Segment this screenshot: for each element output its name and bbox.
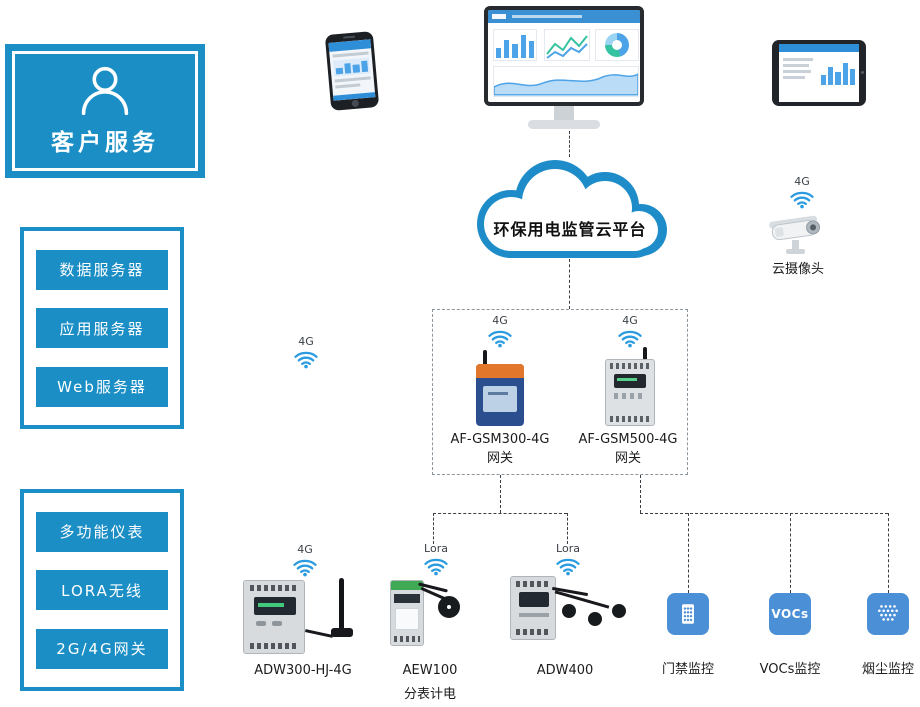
signal-type-label: Lora: [556, 542, 580, 555]
aew100-label: AEW100: [402, 663, 458, 678]
aew100-signal-lora: Lora: [419, 543, 453, 576]
drop-dust-node: [888, 513, 889, 593]
aew100-sublabel: 分表计电: [403, 687, 456, 702]
ct-clamp: [438, 596, 460, 618]
smartphone: [324, 31, 380, 111]
access-control-label: 门禁监控: [661, 662, 714, 677]
adw400-label: ADW400: [536, 663, 594, 678]
desktop-monitor: [484, 6, 644, 136]
cloud-camera: [762, 206, 834, 258]
drop-adw400: [567, 513, 568, 544]
wifi-icon: [488, 330, 512, 348]
gateway1-name: AF-GSM300-4G: [450, 432, 550, 447]
signal-type-label: 4G: [297, 543, 313, 556]
server-item-web: Web服务器: [36, 366, 168, 407]
antenna: [483, 350, 487, 366]
drop-aew100: [433, 513, 434, 544]
camera-label: 云摄像头: [771, 262, 824, 277]
camera-signal-4g: 4G: [785, 176, 819, 209]
gateway2-type: 网关: [614, 451, 641, 466]
vocs-node: VOCs: [769, 593, 811, 635]
phone-screen: [328, 39, 376, 101]
dust-icon: [878, 605, 898, 621]
bus-meters: [433, 513, 567, 514]
server-item-app: 应用服务器: [36, 308, 168, 348]
signal-type-label: 4G: [622, 314, 638, 327]
signal-type-label: 4G: [794, 175, 810, 188]
signal-type-label: 4G: [298, 335, 314, 348]
gateway1-device: [474, 350, 526, 426]
dust-label: 烟尘监控: [861, 662, 914, 677]
device-item-gateway: 2G/4G网关: [36, 628, 168, 669]
camera-icon: [769, 215, 821, 254]
connector-gatewaybox-meters: [500, 475, 501, 513]
signal-type-label: 4G: [492, 314, 508, 327]
adw300-body: [243, 580, 305, 654]
adw400-signal-lora: Lora: [551, 543, 585, 576]
drop-access-node: [688, 513, 689, 593]
gateway2-body: [605, 359, 655, 426]
server-panel: 数据服务器 应用服务器 Web服务器: [20, 227, 184, 429]
server-item-data: 数据服务器: [36, 249, 168, 290]
monitor-frame: [484, 6, 644, 106]
keypad-icon: [682, 604, 694, 624]
device-item-meter: 多功能仪表: [36, 511, 168, 552]
adw300-signal-4g: 4G: [288, 544, 322, 577]
wifi-icon: [556, 558, 580, 576]
antenna-base: [331, 628, 353, 637]
gateway2-device: [605, 347, 655, 426]
connector-monitor-cloud: [569, 131, 570, 157]
wifi-icon: [293, 559, 317, 577]
device-adw400: [508, 574, 640, 656]
connector-gatewaybox-sensors: [640, 475, 641, 513]
vocs-icon-text: VOCs: [771, 607, 809, 621]
device-item-lora: LORA无线: [36, 570, 168, 610]
device-panel: 多功能仪表 LORA无线 2G/4G网关: [20, 489, 184, 691]
wifi-icon: [618, 330, 642, 348]
tablet-camera-dot: [861, 71, 864, 74]
wireless-uplink-4g: 4G: [289, 336, 323, 369]
external-antenna: [339, 578, 344, 630]
cloud-platform-label: 环保用电监管云平台: [493, 220, 647, 239]
antenna: [643, 347, 647, 361]
monitor-stand-base: [528, 120, 600, 129]
adw300-label: ADW300-HJ-4G: [254, 663, 352, 678]
customer-service-frame: 客户服务: [12, 51, 198, 171]
gateway2-signal-4g: 4G: [613, 315, 647, 348]
person-icon: [81, 66, 129, 115]
antenna-cable: [304, 629, 334, 638]
monitor-screen: [488, 10, 640, 102]
vocs-label: VOCs监控: [759, 662, 821, 677]
phone-speaker: [342, 35, 356, 39]
adw400-body: [510, 576, 556, 640]
bus-sensors: [640, 513, 888, 514]
phone-home-button: [351, 99, 360, 108]
connector-cloud-gatewaybox: [569, 259, 570, 309]
aew100-body: [390, 580, 424, 646]
cloud-platform: 环保用电监管云平台: [453, 150, 687, 272]
device-adw300: [243, 576, 365, 658]
drop-vocs-node: [790, 513, 791, 593]
gateway1-body: [476, 364, 524, 426]
monitor-stand-neck: [554, 106, 574, 120]
access-control-node: [667, 593, 709, 635]
gateway2-name: AF-GSM500-4G: [578, 432, 678, 447]
cloud-icon: [477, 160, 667, 258]
signal-type-label: Lora: [424, 542, 448, 555]
tablet-screen: [779, 44, 859, 102]
ct-clamp: [562, 604, 576, 618]
device-aew100: [388, 566, 482, 658]
gateway-group-box: [432, 309, 688, 475]
wifi-icon: [294, 351, 318, 369]
dust-node: [867, 593, 909, 635]
tablet: [772, 40, 866, 106]
customer-service-card: 客户服务: [5, 44, 205, 178]
ct-clamp: [588, 612, 602, 626]
gateway1-signal-4g: 4G: [483, 315, 517, 348]
ct-clamp: [612, 604, 626, 618]
gateway1-type: 网关: [486, 451, 513, 466]
customer-service-label: 客户服务: [51, 129, 159, 156]
